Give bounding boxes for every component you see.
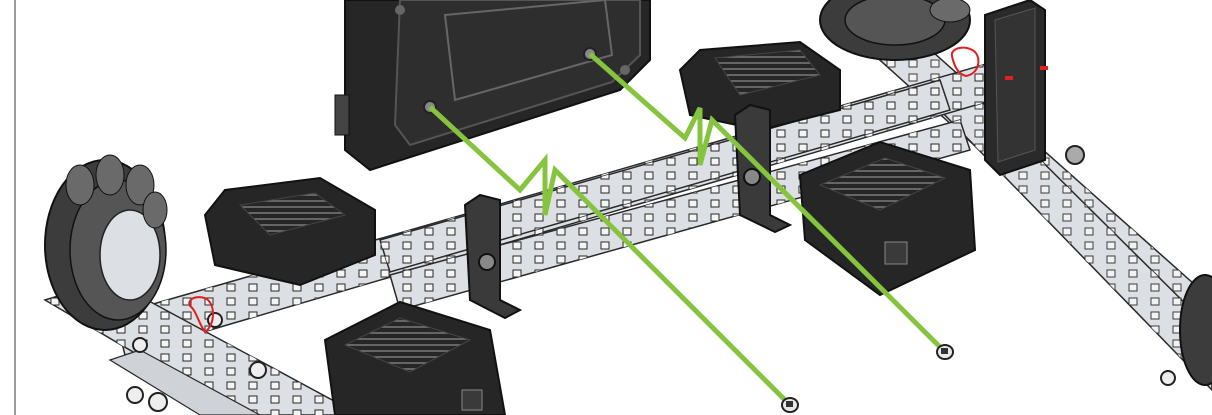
screw-left bbox=[781, 397, 799, 413]
omni-wheel-top-right bbox=[819, 0, 971, 61]
omni-wheel-left bbox=[44, 154, 168, 331]
green-assembly-line-right bbox=[588, 52, 947, 354]
smart-motor-left bbox=[203, 176, 376, 287]
battery-clip bbox=[984, 0, 1048, 177]
smart-motor-bottom bbox=[323, 300, 507, 415]
smart-motor-right bbox=[798, 140, 977, 297]
red-circle-marker-left bbox=[188, 296, 214, 334]
standoff-bracket-left bbox=[463, 193, 523, 320]
brain-unit bbox=[334, 0, 651, 172]
red-circle-marker-right bbox=[950, 46, 980, 78]
fasteners bbox=[126, 145, 1176, 412]
green-assembly-line-left bbox=[428, 105, 792, 407]
screw-right bbox=[936, 344, 954, 360]
smart-motor-top bbox=[678, 40, 841, 132]
left-frame-rule bbox=[14, 0, 16, 415]
omni-wheel-right-edge bbox=[1179, 274, 1212, 386]
